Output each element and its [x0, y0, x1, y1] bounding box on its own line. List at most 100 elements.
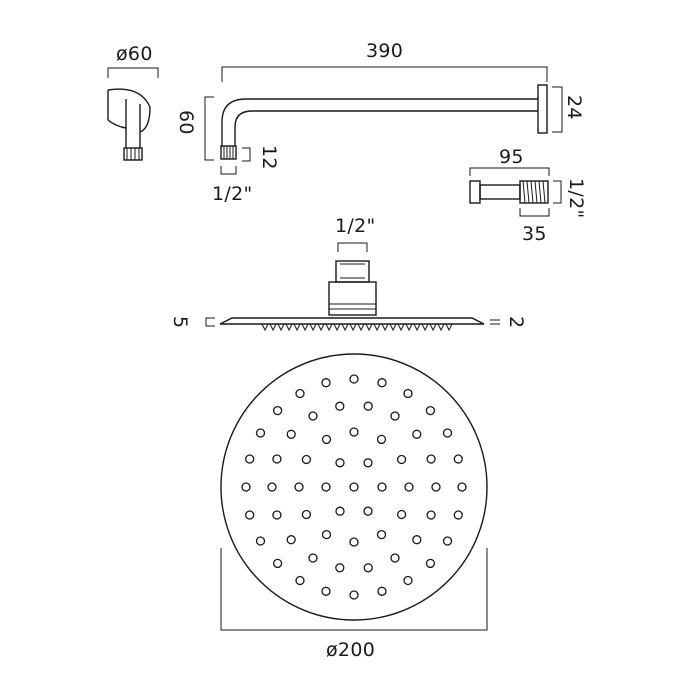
head-rim-dimension: 5 [169, 316, 215, 328]
arm-thread-size-label: 1/2" [212, 183, 253, 205]
head-inlet-label: 1/2" [335, 215, 376, 237]
nozzle-hole [404, 482, 414, 492]
nozzle-hole [286, 429, 296, 439]
side-nozzle [333, 323, 341, 332]
nozzle-hole [286, 535, 296, 545]
nozzle-hole [335, 458, 345, 468]
arm-thread-length-dimension: 12 [242, 145, 280, 170]
head-plate-label: 2 [505, 316, 527, 328]
nozzle-hole [396, 509, 407, 520]
side-nozzle [421, 323, 429, 332]
nozzle-hole [390, 553, 400, 563]
side-nozzle [325, 323, 333, 332]
nozzle-hole [321, 434, 332, 445]
nozzle-hole [272, 558, 283, 569]
nozzle-hole [349, 537, 359, 547]
nozzle-hole [426, 510, 436, 520]
arm-length-label: 390 [366, 40, 403, 62]
arm-plate-label: 24 [563, 95, 585, 120]
nozzle-hole [272, 510, 282, 520]
side-nozzle [277, 323, 285, 332]
nozzle-hole [390, 411, 400, 421]
side-nozzle [309, 323, 317, 332]
nozzle-hole [376, 529, 387, 540]
nozzle-hole [376, 434, 387, 445]
nozzle-hole [255, 536, 266, 546]
nozzle-hole [453, 454, 463, 464]
nozzle-hole [377, 378, 387, 388]
nozzle-hole [425, 558, 436, 569]
extension-thread-length-dimension: 35 [519, 208, 550, 245]
side-nozzle [341, 323, 349, 332]
extension-thread-length-label: 35 [522, 223, 547, 245]
shower-head-face [220, 353, 488, 621]
side-nozzles [261, 323, 453, 332]
nozzle-hole [255, 428, 266, 438]
side-nozzle [317, 323, 325, 332]
nozzle-hole [267, 482, 277, 492]
extension-length-label: 95 [499, 146, 524, 168]
nozzle-hole [457, 482, 467, 492]
nozzle-hole [426, 454, 436, 464]
nozzle-hole [335, 401, 345, 411]
side-nozzle [349, 323, 357, 332]
arm-length-dimension: 390 [221, 40, 548, 82]
nozzle-hole [335, 563, 345, 573]
side-nozzle [261, 323, 269, 332]
side-nozzle [293, 323, 301, 332]
nozzle-hole [294, 482, 304, 492]
nozzle-hole [272, 405, 283, 416]
extension-piece [469, 180, 549, 204]
nozzle-hole [308, 411, 318, 421]
side-nozzle [445, 323, 453, 332]
arm-thread-size-dimension: 1/2" [212, 166, 253, 205]
extension-thread-size-label: 1/2" [565, 178, 587, 219]
nozzle-hole [453, 510, 463, 520]
nozzle-hole [442, 536, 453, 546]
shower-head-side [219, 260, 485, 325]
nozzle-hole [431, 482, 441, 492]
shower-arm [220, 84, 548, 160]
side-nozzle [285, 323, 293, 332]
head-plate-dimension: 2 [490, 316, 527, 328]
side-nozzle [381, 323, 389, 332]
side-nozzle [365, 323, 373, 332]
nozzle-hole [335, 506, 345, 516]
extension-length-dimension: 95 [469, 146, 550, 176]
nozzle-hole [412, 535, 422, 545]
nozzle-hole [321, 378, 331, 388]
nozzle-hole [349, 482, 359, 492]
nozzle-hole [295, 575, 305, 586]
nozzle-hole [321, 529, 332, 540]
nozzle-hole [301, 509, 312, 520]
head-rim-label: 5 [169, 316, 191, 328]
side-nozzle [389, 323, 397, 332]
flange-diameter-dimension: ø60 [107, 43, 159, 78]
head-diameter-dimension: ø200 [220, 548, 488, 661]
arm-drop-label: 60 [175, 110, 197, 135]
side-nozzle [357, 323, 365, 332]
head-diameter-label: ø200 [326, 639, 375, 661]
extension-thread-size-dimension: 1/2" [553, 178, 587, 219]
side-nozzle [269, 323, 277, 332]
nozzle-hole [363, 458, 373, 468]
nozzle-hole [272, 454, 282, 464]
nozzle-hole [245, 510, 255, 520]
side-nozzle [301, 323, 309, 332]
face-nozzles [241, 374, 467, 600]
side-nozzle [437, 323, 445, 332]
nozzle-hole [241, 482, 251, 492]
nozzle-hole [363, 563, 373, 573]
nozzle-hole [403, 388, 413, 399]
nozzle-hole [295, 388, 305, 399]
arm-drop-dimension: 60 [175, 96, 214, 161]
arm-plate-dimension: 24 [552, 86, 585, 133]
nozzle-hole [403, 575, 413, 586]
nozzle-hole [377, 482, 387, 492]
side-nozzle [405, 323, 413, 332]
nozzle-hole [363, 506, 373, 516]
head-inlet-dimension: 1/2" [335, 215, 376, 252]
nozzle-hole [349, 590, 359, 600]
nozzle-hole [363, 401, 373, 411]
